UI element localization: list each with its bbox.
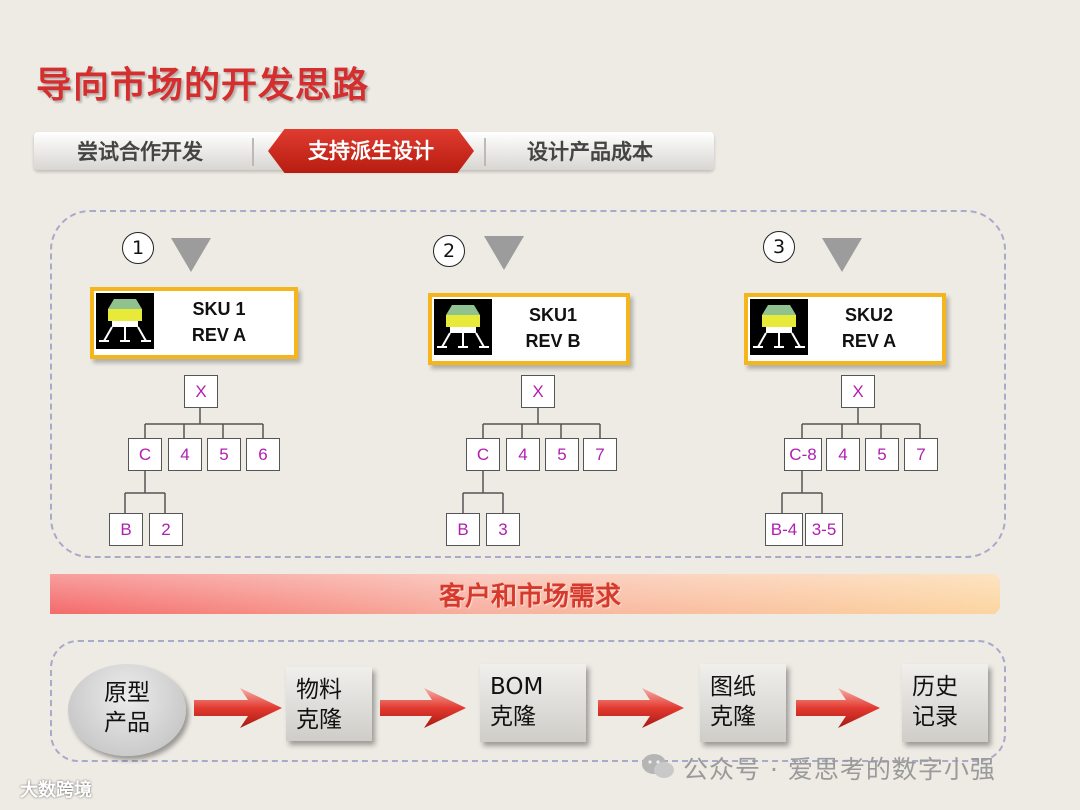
tab-trial-cooperation[interactable]: 尝试合作开发: [77, 140, 203, 164]
sku-card-2: SKU1 REV B: [428, 293, 630, 365]
sku-name: SKU 1: [192, 299, 246, 319]
down-triangle-icon: [822, 238, 862, 272]
sku-name: SKU2: [844, 305, 893, 325]
sku-revision: REV A: [191, 325, 247, 345]
down-triangle-icon: [171, 238, 211, 272]
tree-node: B-4: [765, 513, 803, 546]
tree-node: 7: [583, 438, 617, 471]
tree-node: C: [128, 438, 162, 471]
prototype-label-line2: 产品: [104, 710, 150, 736]
step-label-line2: 克隆: [296, 707, 342, 733]
tree-node: 6: [246, 438, 280, 471]
prototype-product-node: 原型 产品: [68, 664, 186, 756]
tree-node: B: [109, 513, 143, 546]
tree-node: B: [446, 513, 480, 546]
lunar-lander-icon: [96, 293, 154, 349]
lunar-lander-icon: [434, 299, 492, 355]
sku-card-3: SKU2 REV A: [744, 293, 946, 365]
tree-node-root: X: [841, 375, 875, 408]
step-label-line2: 克隆: [710, 704, 756, 730]
step-label-line2: 记录: [912, 704, 958, 730]
drawing-clone-step: 图纸 克隆: [700, 664, 786, 742]
tree-node-root: X: [521, 375, 555, 408]
tree-node: 7: [904, 438, 938, 471]
tree-node: 4: [168, 438, 202, 471]
step-number-3: 3: [763, 231, 795, 263]
tab-divider: [252, 138, 254, 166]
process-region: [50, 640, 1006, 762]
tab-derived-design[interactable]: 支持派生设计: [268, 129, 474, 173]
arrow-right-icon: [380, 688, 466, 728]
tree-node: 5: [865, 438, 899, 471]
sku-revision: REV A: [841, 331, 897, 351]
tree-node: 4: [826, 438, 860, 471]
step-number-1: 1: [122, 232, 154, 264]
tree-node: 4: [506, 438, 540, 471]
tab-divider: [484, 138, 486, 166]
material-clone-step: 物料 克隆: [286, 667, 372, 741]
step-label-line1: 物料: [296, 677, 342, 703]
wechat-icon: [642, 754, 674, 778]
tree-node: 3-5: [805, 513, 843, 546]
history-record-step: 历史 记录: [902, 664, 988, 742]
tab-design-cost[interactable]: 设计产品成本: [527, 140, 653, 164]
lunar-lander-icon: [750, 299, 808, 355]
market-demand-label: 客户和市场需求: [438, 582, 621, 612]
page-title: 导向市场的开发思路: [36, 65, 370, 106]
step-label-line1: BOM: [490, 674, 544, 700]
arrow-right-icon: [194, 688, 282, 728]
tree-node: C: [466, 438, 500, 471]
tree-node: 2: [149, 513, 183, 546]
arrow-right-icon: [598, 688, 684, 728]
bom-clone-step: BOM 克隆: [480, 664, 586, 742]
arrow-right-icon: [796, 688, 880, 728]
sku-revision: REV B: [525, 331, 581, 351]
step-number-2: 2: [433, 235, 465, 267]
tree-node: 5: [545, 438, 579, 471]
tree-node: C-8: [784, 438, 822, 471]
step-label-line1: 图纸: [710, 674, 756, 700]
tree-node-root: X: [184, 375, 218, 408]
tree-node: 5: [207, 438, 241, 471]
step-label-line1: 历史: [912, 674, 958, 700]
sku-card-1: SKU 1 REV A: [90, 287, 298, 359]
prototype-label-line1: 原型: [104, 680, 150, 706]
sku-name: SKU1: [528, 305, 577, 325]
down-triangle-icon: [484, 236, 524, 270]
market-demand-arrow: [50, 574, 1000, 614]
watermark-text: 公众号 · 爱思考的数字小强: [683, 755, 996, 784]
brand-logo: 大数跨境: [20, 780, 92, 801]
sku-scenarios-region: [50, 210, 1006, 558]
tree-node: 3: [486, 513, 520, 546]
step-label-line2: 克隆: [490, 704, 536, 730]
